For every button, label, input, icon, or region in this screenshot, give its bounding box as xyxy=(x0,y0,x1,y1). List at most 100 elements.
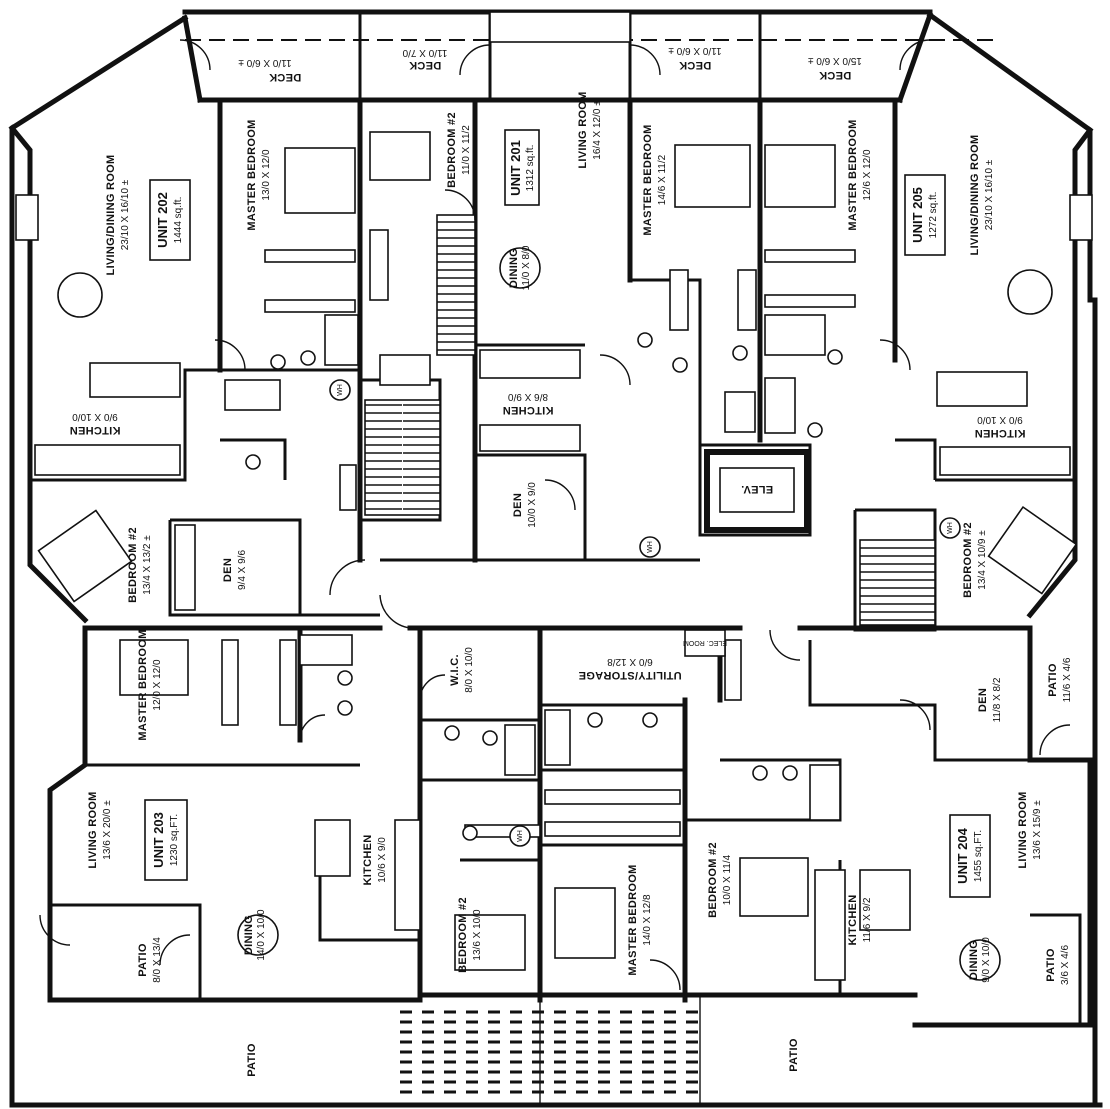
svg-text:1230 sq.FT.: 1230 sq.FT. xyxy=(169,814,180,866)
deck-dividers xyxy=(358,11,762,100)
unit-201-label: UNIT 201 1312 sq.ft. xyxy=(508,140,536,196)
svg-text:KITCHEN: KITCHEN xyxy=(975,427,1026,439)
patio-204b: PATIO 3/6 X 4/6 xyxy=(1045,945,1071,985)
svg-text:PATIO: PATIO xyxy=(1045,948,1057,982)
svg-text:11/0 X 11/2: 11/0 X 11/2 xyxy=(461,125,472,175)
dining-203: DINING 14/0 X 10/0 xyxy=(243,909,267,961)
patio-2-label: PATIO xyxy=(788,1038,800,1072)
svg-text:DEN: DEN xyxy=(977,688,989,712)
svg-text:KITCHEN: KITCHEN xyxy=(847,895,859,946)
living-room-205: LIVING/DINING ROOM 23/10 X 16/10 ± xyxy=(969,135,995,256)
svg-text:13/6 X 15/9 ±: 13/6 X 15/9 ± xyxy=(1032,800,1043,860)
svg-text:BEDROOM #2: BEDROOM #2 xyxy=(962,522,974,598)
master-bedroom-202: MASTER BEDROOM 13/0 X 12/0 xyxy=(246,119,272,230)
svg-text:11/6 X 9/2: 11/6 X 9/2 xyxy=(862,897,873,942)
svg-text:MASTER BEDROOM: MASTER BEDROOM xyxy=(137,629,149,740)
svg-text:1455 sq.FT.: 1455 sq.FT. xyxy=(973,830,984,882)
svg-text:PATIO: PATIO xyxy=(1047,663,1059,697)
kitchen-204: KITCHEN 11/6 X 9/2 xyxy=(847,895,873,946)
bedroom2-201: BEDROOM #2 11/0 X 11/2 xyxy=(446,112,472,188)
svg-text:PATIO: PATIO xyxy=(137,943,149,977)
svg-text:9/0 X 10/0: 9/0 X 10/0 xyxy=(977,414,1023,425)
deck-3-dim: 11/0 X 6/0 ± xyxy=(668,45,722,56)
svg-text:3/6 X 4/6: 3/6 X 4/6 xyxy=(1060,945,1071,985)
svg-text:12/0 X 12/0: 12/0 X 12/0 xyxy=(152,659,163,711)
bedroom2-205: BEDROOM #2 13/4 X 10/9 ± xyxy=(962,522,988,598)
svg-text:MASTER BEDROOM: MASTER BEDROOM xyxy=(246,119,258,230)
deck-1-dim: 11/0 X 6/0 ± xyxy=(238,57,292,68)
living-room-202: LIVING/DINING ROOM 23/10 X 16/10 ± xyxy=(105,155,131,276)
svg-text:UNIT 203: UNIT 203 xyxy=(151,812,166,868)
svg-text:9/0 X 10/0: 9/0 X 10/0 xyxy=(981,937,992,983)
elevator xyxy=(704,449,810,533)
bedroom2-204: BEDROOM #2 10/0 X 11/4 xyxy=(707,842,733,918)
svg-text:23/10 X 16/10 ±: 23/10 X 16/10 ± xyxy=(984,159,995,230)
master-bedroom-204: MASTER BEDROOM 14/0 X 12/8 xyxy=(627,864,653,975)
wh-label-3: WH xyxy=(947,522,954,534)
svg-text:BEDROOM #2: BEDROOM #2 xyxy=(127,527,139,603)
svg-text:14/6 X 11/2: 14/6 X 11/2 xyxy=(657,154,668,205)
wic: W.I.C. 8/0 X 10/0 xyxy=(449,647,475,693)
wh-label-1: WH xyxy=(337,384,344,396)
svg-text:11/6 X 4/6: 11/6 X 4/6 xyxy=(1062,657,1073,702)
kitchen-203: KITCHEN 10/6 X 9/0 xyxy=(362,835,388,886)
svg-text:13/6 X 20/0 ±: 13/6 X 20/0 ± xyxy=(102,800,113,860)
svg-text:MASTER BEDROOM: MASTER BEDROOM xyxy=(642,124,654,235)
svg-text:BEDROOM #2: BEDROOM #2 xyxy=(446,112,458,188)
svg-text:LIVING ROOM: LIVING ROOM xyxy=(1017,791,1029,868)
svg-text:MASTER BEDROOM: MASTER BEDROOM xyxy=(627,864,639,975)
svg-text:9/0 X 10/0: 9/0 X 10/0 xyxy=(72,411,118,422)
svg-text:10/0 X 11/4: 10/0 X 11/4 xyxy=(722,854,733,905)
svg-text:11/0 X 8/0: 11/0 X 8/0 xyxy=(521,245,532,290)
elec-room-label: ELEC. ROOM xyxy=(683,639,727,646)
svg-text:1312 sq.ft.: 1312 sq.ft. xyxy=(525,145,536,192)
svg-text:BEDROOM #2: BEDROOM #2 xyxy=(707,842,719,918)
svg-text:13/0 X 12/0: 13/0 X 12/0 xyxy=(261,149,272,201)
unit-202-label: UNIT 202 1444 sq.ft. xyxy=(155,192,184,248)
den-201: DEN 10/0 X 9/0 xyxy=(512,482,538,528)
elevator-label: ELEV. xyxy=(741,483,773,495)
svg-text:12/6 X 12/0: 12/6 X 12/0 xyxy=(862,149,873,201)
utility-storage: UTILITY/STORAGE 6/0 X 12/8 xyxy=(578,656,681,681)
unit-203-box xyxy=(144,799,188,881)
svg-text:13/4 X 10/9 ±: 13/4 X 10/9 ± xyxy=(977,530,988,590)
svg-text:DINING: DINING xyxy=(968,940,980,980)
deck-1-label: DECK xyxy=(269,71,301,83)
svg-text:LIVING/DINING ROOM: LIVING/DINING ROOM xyxy=(105,155,117,276)
unit-201-box xyxy=(504,129,540,206)
deck-2-dim: 11/0 X 7/0 xyxy=(402,47,447,58)
svg-text:16/4 X 12/0 ±: 16/4 X 12/0 ± xyxy=(592,100,603,160)
deck-2-label: DECK xyxy=(409,59,441,71)
unit-204-label: UNIT 204 1455 sq.FT. xyxy=(955,827,984,883)
svg-text:UNIT 204: UNIT 204 xyxy=(955,827,970,883)
svg-text:DINING: DINING xyxy=(243,915,255,955)
kitchen-201: KITCHEN 8/6 X 9/0 xyxy=(503,391,554,416)
svg-text:LIVING ROOM: LIVING ROOM xyxy=(87,791,99,868)
elec-room xyxy=(684,629,726,657)
svg-text:LIVING/DINING ROOM: LIVING/DINING ROOM xyxy=(969,135,981,256)
svg-text:BEDROOM #2: BEDROOM #2 xyxy=(457,897,469,973)
wh-label-2: WH xyxy=(647,541,654,553)
svg-text:14/0 X 10/0: 14/0 X 10/0 xyxy=(256,909,267,961)
bedroom2-202: BEDROOM #2 13/4 X 13/2 ± xyxy=(127,527,153,603)
svg-text:9/4 X 9/6: 9/4 X 9/6 xyxy=(237,550,248,590)
water-heaters xyxy=(329,379,961,847)
master-bedroom-201: MASTER BEDROOM 14/6 X 11/2 xyxy=(642,124,668,235)
svg-text:10/6 X 9/0: 10/6 X 9/0 xyxy=(377,837,388,883)
svg-text:DEN: DEN xyxy=(512,493,524,517)
master-bedroom-203: MASTER BEDROOM 12/0 X 12/0 xyxy=(137,629,163,740)
svg-text:8/0 X 10/0: 8/0 X 10/0 xyxy=(464,647,475,693)
master-bedroom-205: MASTER BEDROOM 12/6 X 12/0 xyxy=(847,119,873,230)
door-swings xyxy=(39,39,1071,991)
stairs xyxy=(364,214,936,626)
deck-4-label: DECK xyxy=(819,69,851,81)
svg-text:10/0 X 9/0: 10/0 X 9/0 xyxy=(527,482,538,528)
patio-hatch xyxy=(400,1010,700,1094)
patio-203: PATIO 8/0 X 13/4 xyxy=(137,937,163,983)
unit-205-label: UNIT 205 1272 sq.ft. xyxy=(910,187,939,243)
svg-text:DINING: DINING xyxy=(508,248,520,288)
svg-text:11/8 X 8/2: 11/8 X 8/2 xyxy=(992,677,1003,722)
wh-label-4: WH xyxy=(517,830,524,842)
svg-text:23/10 X 16/10 ±: 23/10 X 16/10 ± xyxy=(120,179,131,250)
